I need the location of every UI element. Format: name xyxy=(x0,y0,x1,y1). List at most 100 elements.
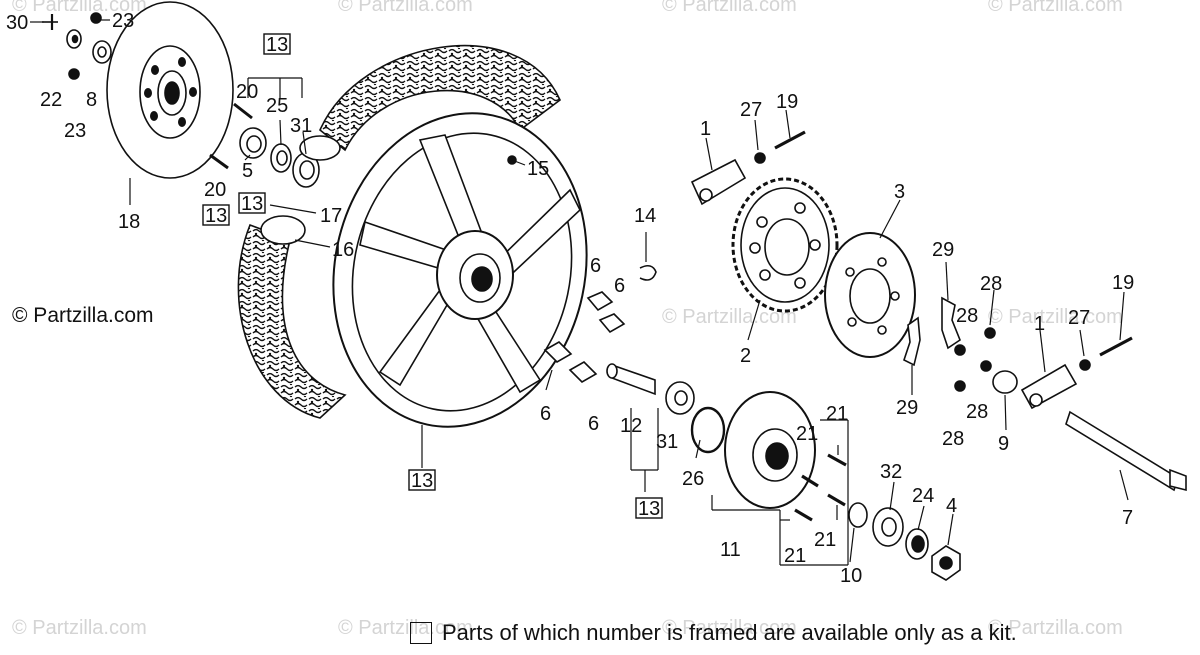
callout-13-framed: 13 xyxy=(266,34,288,56)
callout-6: 6 xyxy=(614,275,625,297)
damper-rubber-6 xyxy=(586,291,614,312)
callout-28: 28 xyxy=(966,401,988,423)
callout-17: 17 xyxy=(320,205,342,227)
watermark: © Partzilla.com xyxy=(662,617,797,639)
stud-21 xyxy=(801,474,819,488)
lock-plate-29 xyxy=(941,296,961,350)
damper-rubber-6 xyxy=(568,361,598,383)
callout-29: 29 xyxy=(932,239,954,261)
legend-text: Parts of which number is framed are avai… xyxy=(442,620,1017,645)
callout-28: 28 xyxy=(956,305,978,327)
callout-13-framed: 13 xyxy=(411,470,433,492)
chain-adjuster-1 xyxy=(690,158,747,206)
callout-26: 26 xyxy=(682,468,704,490)
watermark: © Partzilla.com xyxy=(338,617,473,639)
kit-frame xyxy=(238,192,266,214)
callout-27: 27 xyxy=(740,99,762,121)
nut-27 xyxy=(754,152,766,164)
callout-1: 1 xyxy=(1034,313,1045,335)
kit-frame xyxy=(263,33,291,55)
seal-24 xyxy=(905,528,929,560)
axle-nut-4 xyxy=(931,545,961,581)
callout-28: 28 xyxy=(980,273,1002,295)
leader-lines xyxy=(30,19,1129,566)
tire-17 xyxy=(237,44,561,419)
watermark: © Partzilla.com xyxy=(12,0,147,16)
kit-frame xyxy=(408,469,436,491)
watermark: © Partzilla.com xyxy=(988,0,1123,16)
callout-16: 16 xyxy=(332,239,354,261)
callout-6: 6 xyxy=(588,413,599,435)
callout-5: 5 xyxy=(242,160,253,182)
callout-12: 12 xyxy=(620,415,642,437)
stud-21 xyxy=(827,493,846,507)
callout-23: 23 xyxy=(64,120,86,142)
callout-6: 6 xyxy=(590,255,601,277)
watermark: © Partzilla.com xyxy=(988,306,1123,328)
callout-19: 19 xyxy=(1112,272,1134,294)
collar-25 xyxy=(270,143,292,173)
callout-24: 24 xyxy=(912,485,934,507)
bolt-19 xyxy=(774,130,806,150)
collar-10 xyxy=(848,502,868,528)
bolt-30 xyxy=(42,14,58,30)
callout-4: 4 xyxy=(946,495,957,517)
callout-11: 11 xyxy=(720,539,741,561)
watermark: © Partzilla.com xyxy=(662,306,797,328)
collar-12 xyxy=(606,363,656,396)
nut-23 xyxy=(90,12,102,24)
bolt-19 xyxy=(1099,336,1133,357)
watermark: © Partzilla.com xyxy=(338,0,473,16)
callout-14: 14 xyxy=(634,205,656,227)
bearing-31 xyxy=(665,381,695,415)
callout-21: 21 xyxy=(814,529,836,551)
sprocket-flange-11 xyxy=(724,391,816,509)
callout-13-framed: 13 xyxy=(638,498,660,520)
callout-21: 21 xyxy=(796,423,818,445)
rear-axle-7 xyxy=(1065,410,1187,492)
nut-27 xyxy=(1079,359,1091,371)
washer-23 xyxy=(66,29,82,49)
stud-21 xyxy=(827,453,847,467)
clip-14 xyxy=(639,264,657,281)
nut-28 xyxy=(984,327,996,339)
damper-rubber-6 xyxy=(598,313,626,334)
callout-27: 27 xyxy=(1068,307,1090,329)
damper-rubber-6 xyxy=(543,341,573,363)
collar-8 xyxy=(92,40,112,64)
bolt-20 xyxy=(233,102,253,120)
callout-20: 20 xyxy=(236,81,258,103)
callout-20: 20 xyxy=(204,179,226,201)
callout-21: 21 xyxy=(784,545,806,567)
callout-15: 15 xyxy=(527,158,549,180)
callout-8: 8 xyxy=(86,89,97,111)
watermark: © Partzilla.com xyxy=(12,617,147,639)
cast-wheel-13 xyxy=(332,112,588,428)
nut-22 xyxy=(68,68,80,80)
seal-5 xyxy=(239,127,267,159)
callout-18: 18 xyxy=(118,211,140,233)
callout-7: 7 xyxy=(1122,507,1133,529)
watermark: © Partzilla.com xyxy=(988,617,1123,639)
callout-6: 6 xyxy=(540,403,551,425)
kit-frame xyxy=(635,497,663,519)
callout-3: 3 xyxy=(894,181,905,203)
chain-adjuster-1 xyxy=(1020,363,1078,410)
chain-guard-plate-3 xyxy=(824,232,916,358)
stud-21 xyxy=(794,508,813,522)
lock-plate-29 xyxy=(903,316,921,367)
kit-legend: Parts of which number is framed are avai… xyxy=(410,618,1017,648)
callout-9: 9 xyxy=(998,433,1009,455)
brake-disc-18 xyxy=(106,1,234,179)
callout-13-framed: 13 xyxy=(205,205,227,227)
bearing-32 xyxy=(872,507,904,547)
callout-25: 25 xyxy=(266,95,288,117)
callout-labels: 30 23 22 8 23 18 13 20 25 31 5 20 13 13 … xyxy=(6,10,1134,587)
sprocket-2 xyxy=(731,177,839,313)
callout-23: 23 xyxy=(112,10,134,32)
callout-22: 22 xyxy=(40,89,62,111)
callout-2: 2 xyxy=(740,345,751,367)
callout-32: 32 xyxy=(880,461,902,483)
